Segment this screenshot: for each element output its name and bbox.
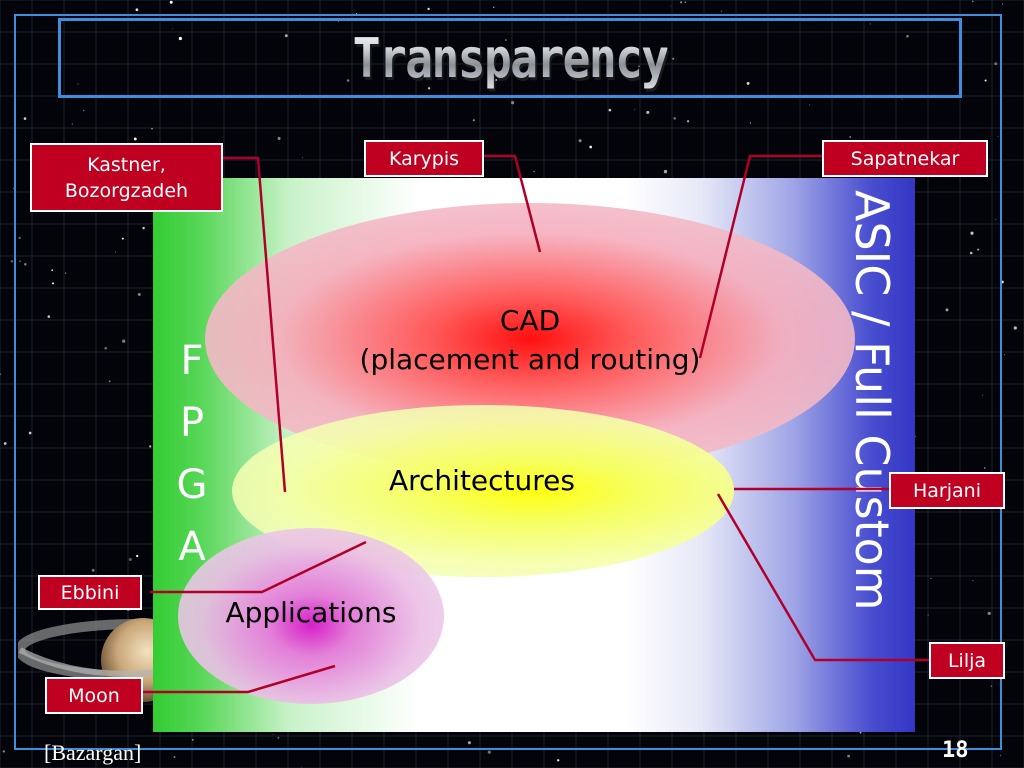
applications-text: Applications (225, 596, 397, 629)
slide-frame (14, 14, 1002, 750)
label-lilja: Lilja (929, 642, 1005, 679)
page-number: 18 (942, 738, 969, 763)
citation-credit: [Bazargan] (44, 740, 142, 765)
cad-text: CAD (410, 302, 650, 340)
slide-title: Transparency (352, 26, 670, 90)
cad-subtitle: (placement and routing) (359, 343, 701, 376)
title-box: Transparency (58, 18, 962, 98)
cad-title: CAD (499, 304, 561, 337)
label-kastner-bozorgzadeh: Kastner, Bozorgzadeh (30, 143, 223, 212)
cad-subtitle-wrap: (placement and routing) (320, 341, 740, 379)
asic-full-custom-label: ASIC / Full Custom (845, 190, 899, 611)
label-harjani: Harjani (889, 472, 1005, 509)
architectures-text: Architectures (388, 464, 575, 497)
label-sapatnekar: Sapatnekar (822, 140, 988, 177)
label-ebbini: Ebbini (38, 575, 142, 610)
label-moon: Moon (45, 677, 143, 714)
label-karypis: Karypis (364, 140, 484, 177)
fpga-label: FPGA (176, 338, 208, 570)
